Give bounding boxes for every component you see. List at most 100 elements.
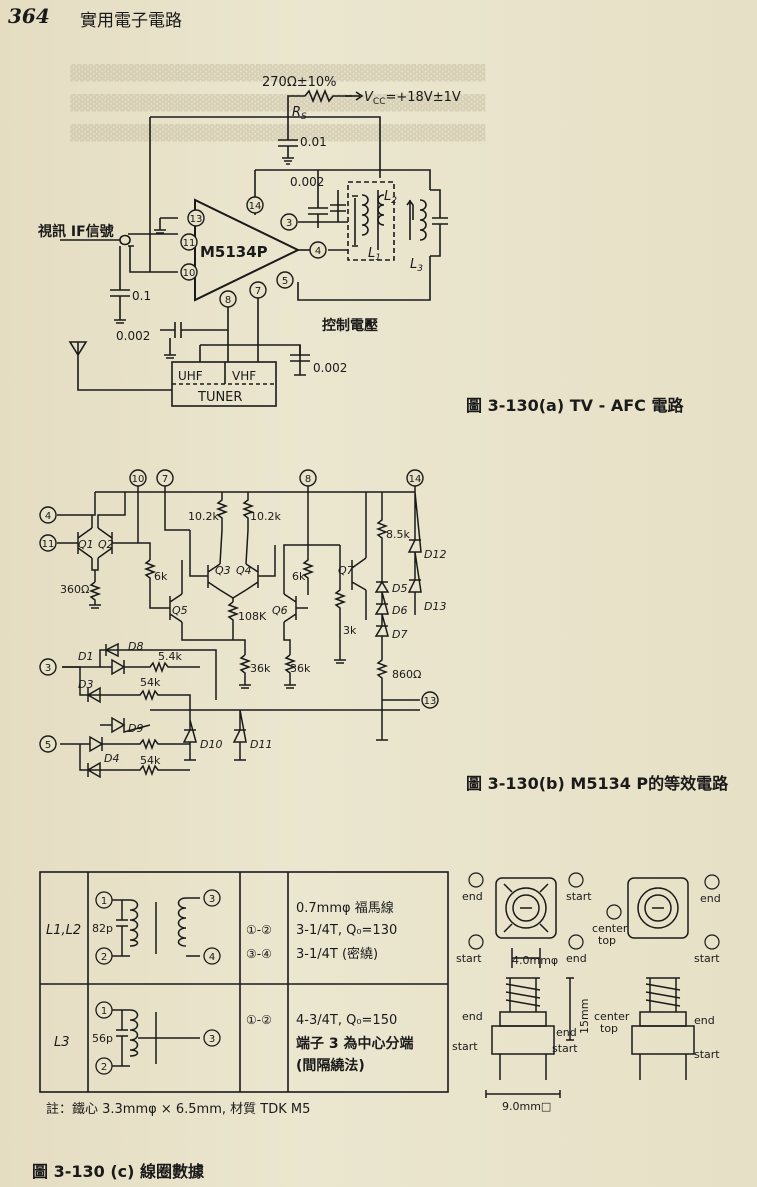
tuner-uhf-label: UHF	[178, 369, 203, 383]
diode-label: D3	[78, 678, 93, 691]
diode-label: D4	[104, 752, 119, 765]
transistor-label: Q2	[98, 538, 114, 551]
row1-coil-name: L1,L2	[46, 923, 81, 938]
coil-pin-label: 1	[101, 1006, 107, 1017]
coil-pin-label: 2	[101, 1062, 107, 1073]
coil-pin-label: 1	[101, 896, 107, 907]
transistor-label: Q3	[215, 564, 231, 577]
figure-c-caption: 圖 3-130 (c) 線圈數據	[32, 1162, 204, 1181]
pkg-end-label: end	[700, 892, 721, 905]
pin-11-label: 11	[183, 238, 196, 249]
pin-5-label: 5	[45, 740, 51, 751]
book-title: 實用電子電路	[80, 11, 182, 31]
diode-label: D11	[250, 738, 272, 751]
resistor-label: 3k	[343, 624, 357, 637]
cap-0-002-top-label: 0.002	[290, 175, 324, 189]
diode-label: D7	[392, 628, 407, 641]
diode-label: D9	[128, 722, 143, 735]
diode-label: D8	[128, 640, 143, 653]
pkg-start-label: start	[452, 1040, 478, 1053]
pkg-top-label: top	[598, 934, 616, 947]
figure-a-tv-afc-circuit: 13 14 3 11 10 4 5 8 7 M5134P 270Ω±10% RS…	[37, 75, 461, 407]
pkg-center-label: center	[592, 922, 628, 935]
l3-label: L3	[410, 257, 423, 274]
transistor-label: Q4	[236, 564, 252, 577]
input-signal-label: 視訊 IF信號	[37, 223, 114, 240]
tuner-label: TUNER	[197, 390, 242, 405]
pin-8-label: 8	[225, 295, 231, 306]
dimension-base: 9.0mm□	[502, 1100, 551, 1113]
transistor-label: Q5	[172, 604, 188, 617]
cap-0-002-right-label: 0.002	[313, 361, 347, 375]
pkg-end-label: end	[694, 1014, 715, 1027]
resistor-label: 860Ω	[392, 668, 421, 681]
control-voltage-label: 控制電壓	[322, 317, 378, 334]
resistor-label: 36k	[250, 662, 271, 675]
transistor-label: Q1	[78, 538, 94, 551]
diode-label: D12	[424, 548, 446, 561]
pkg-end-label: end	[566, 952, 587, 965]
resistor-label: 360Ω	[60, 583, 89, 596]
resistor-label: 10.2k	[250, 510, 281, 523]
figure-c-coil-data: 1 2 3 4 1 2 3 L1,L2 82p ①-② ③-④ 0.7mmφ 福…	[39, 871, 721, 1113]
row2-cap-value: 56p	[92, 1032, 113, 1045]
coil-pin-label: 3	[209, 1034, 215, 1045]
row1-connection-1: ①-②	[246, 923, 272, 937]
resistor-value: 270Ω±10%	[262, 75, 337, 90]
pkg-start-label: start	[694, 1048, 720, 1061]
pin-11-label: 11	[42, 539, 55, 550]
figure-b-equivalent-circuit: 10 7 8 14 4 11 3 5 13 10.2k 10.2k 8.5k 6…	[39, 469, 446, 779]
pkg-start-label: start	[694, 952, 720, 965]
row2-spec-3: (間隔繞法)	[296, 1057, 365, 1074]
resistor-label: 8.5k	[386, 528, 410, 541]
pin-13-label: 13	[424, 696, 437, 707]
coil-pin-label: 3	[209, 894, 215, 905]
figure-b-caption: 圖 3-130(b) M5134 P的等效電路	[466, 774, 729, 793]
ic-name-label: M5134P	[200, 243, 268, 261]
pin-4-label: 4	[45, 511, 51, 522]
dimension-diameter: 4.0mmφ	[512, 954, 558, 967]
pin-3-label: 3	[45, 663, 51, 674]
pkg-end-label: end	[462, 1010, 483, 1023]
row1-spec-3: 3-1/4T (密繞)	[296, 946, 378, 962]
pkg-start-label: start	[566, 890, 592, 903]
resistor-label: 10.2k	[188, 510, 219, 523]
pkg-start-label: start	[456, 952, 482, 965]
row2-spec-1: 4-3/4T, Q₀=150	[296, 1013, 397, 1028]
row1-spec-2: 3-1/4T, Q₀=130	[296, 923, 397, 938]
coil-pin-label: 4	[209, 952, 215, 963]
diode-label: D10	[200, 738, 222, 751]
resistor-label: 6k	[154, 570, 168, 583]
transistor-label: Q7	[338, 564, 354, 577]
row2-connection-1: ①-②	[246, 1013, 272, 1027]
pin-14-label: 14	[249, 201, 262, 212]
pin-13-label: 13	[190, 214, 203, 225]
page-number: 364	[8, 4, 50, 28]
resistor-label: 54k	[140, 676, 161, 689]
l1-label: L1	[368, 246, 381, 263]
pin-10-label: 10	[183, 268, 196, 279]
diode-label: D6	[392, 604, 407, 617]
l2-label: L2	[384, 189, 397, 206]
row2-coil-name: L3	[54, 1035, 70, 1050]
resistor-label: 108K	[238, 610, 267, 623]
row1-cap-value: 82p	[92, 922, 113, 935]
row1-spec-1: 0.7mmφ 福馬線	[296, 900, 394, 916]
diode-label: D5	[392, 582, 407, 595]
dimension-height: 15mm	[578, 999, 591, 1034]
figure-a-caption: 圖 3-130(a) TV - AFC 電路	[466, 396, 684, 415]
coil-pin-label: 2	[101, 952, 107, 963]
resistor-label: 54k	[140, 754, 161, 767]
pin-7-label: 7	[162, 474, 168, 485]
pin-7-label: 7	[255, 286, 261, 297]
vcc-label: VCC=+18V±1V	[364, 90, 461, 107]
pkg-end-label: end	[556, 1026, 577, 1039]
resistor-label: 5.4k	[158, 650, 182, 663]
pkg-start-label: start	[552, 1042, 578, 1055]
pin-8-label: 8	[305, 474, 311, 485]
cap-0-002-left-label: 0.002	[116, 329, 150, 343]
pkg-end-label: end	[462, 890, 483, 903]
bleed-through-text: ▓▓▓▓▓▓▓▓▓▓▓▓▓▓▓▓▓▓▓▓▓▓▓▓▓▓▓▓▓▓▓▓▓▓▓▓ ▓▓▓…	[70, 64, 486, 142]
pin-4-label: 4	[315, 246, 321, 257]
tuner-vhf-label: VHF	[232, 369, 256, 383]
